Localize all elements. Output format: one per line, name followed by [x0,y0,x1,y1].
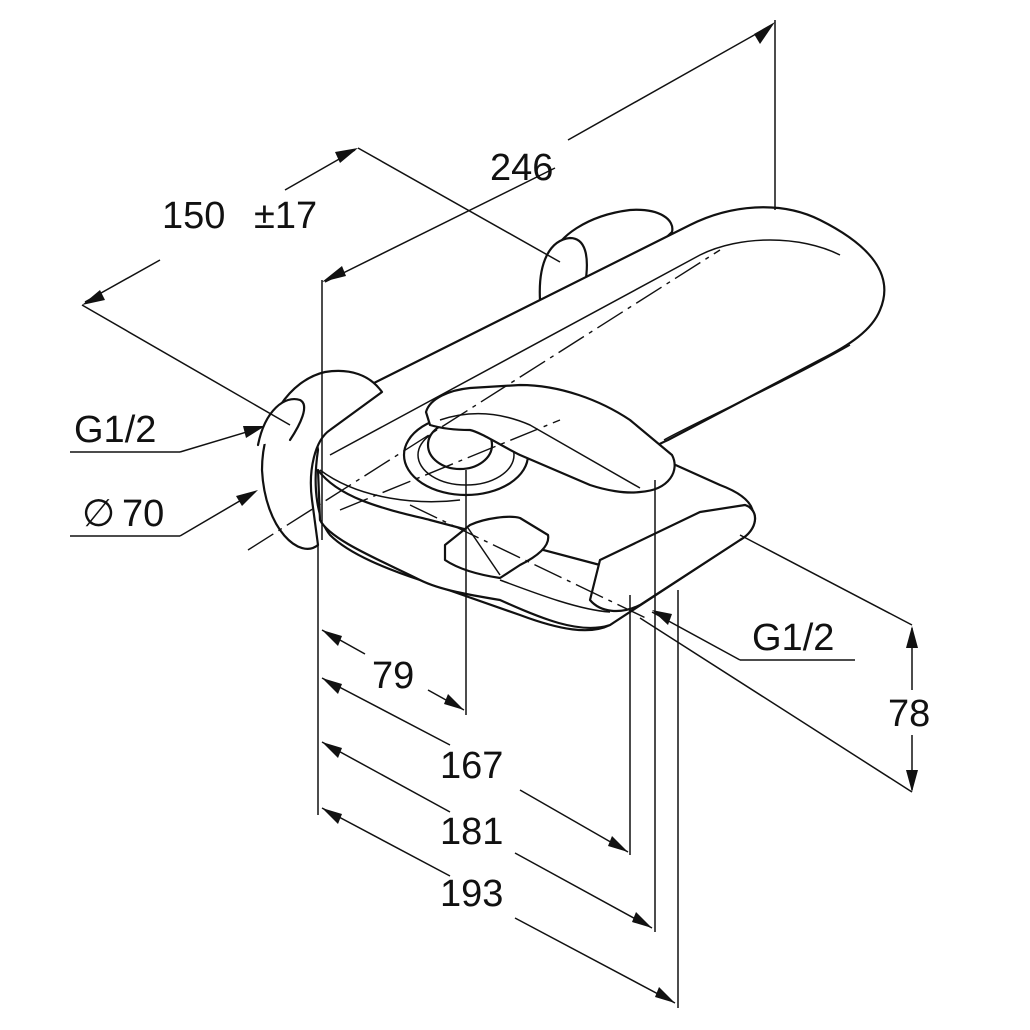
dim-79-label: 79 [372,655,414,697]
inlet-left-label: G1/2 [74,409,156,451]
dimension-labels: 246 150 ±17 G1/2 ∅ 70 79 167 181 193 G1/… [74,147,930,915]
dim-167-label: 167 [440,745,503,787]
dim-193-label: 193 [440,873,503,915]
faucet-body [256,206,886,632]
dim-246-label: 246 [490,147,553,189]
dim-181-label: 181 [440,811,503,853]
dim-tolerance-label: ±17 [254,195,317,237]
dim-78-label: 78 [888,693,930,735]
dimension-lines [70,20,918,1008]
outlet-right-label: G1/2 [752,617,834,659]
handle-lever [424,383,676,494]
diameter-symbol: ∅ [82,493,115,535]
center-lines [247,249,721,621]
dim-150-label: 150 [162,195,225,237]
diameter-value-label: 70 [122,493,164,535]
